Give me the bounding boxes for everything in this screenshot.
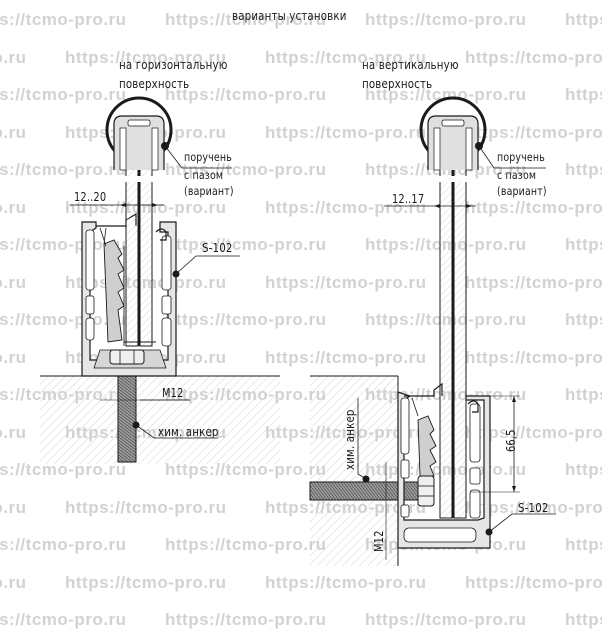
right-height-dimension: 66,5 [504,429,518,452]
left-heading-line2: поверхность [119,76,190,91]
anchor-rod [309,481,423,501]
right-heading-line1: на вертикальную [362,57,459,72]
left-profile-label: S-102 [202,240,233,255]
left-handrail-label-2: с пазом [184,168,224,182]
left-handrail-label-3: (вариант) [184,184,234,198]
profile-s102 [397,391,491,549]
right-profile-label: S-102 [518,500,549,515]
watermark-text: https://tcmo-pro.ru [165,610,327,629]
concrete-wall [310,376,398,566]
left-glass-thickness-dimension: 12..20 [74,190,107,204]
left-variant-drawing [40,96,280,464]
right-bolt-label: M12 [372,530,386,552]
right-glass-thickness-dimension: 12..17 [392,192,425,206]
handrail [105,96,173,171]
right-handrail-label-2: с пазом [497,168,537,182]
profile-s102 [81,221,177,377]
handrail [419,96,487,171]
concrete-floor [40,376,280,464]
drawing-title: варианты установки [232,8,347,23]
watermark-text: https://tcmo-pro.ru [565,610,602,629]
watermark-text: https://tcmo-pro.ru [365,610,527,629]
clamp-wedge [96,212,137,346]
left-handrail-label-1: поручень [184,150,232,164]
clamp-wedge [404,382,443,477]
anchor-rod [117,361,137,463]
left-bolt-label: M12 [162,386,184,400]
right-handrail-label-1: поручень [497,150,545,164]
right-variant-drawing [309,96,556,566]
left-heading-line1: на горизонтальную [119,57,228,72]
right-anchor-label: хим. анкер [342,409,357,470]
drawing-canvas [40,96,556,566]
installation-drawing: https://tcmo-pro.ru https://tcmo-pro.ru ht… [0,8,602,629]
watermark-text: https://tcmo-pro.ru [0,610,127,629]
right-heading-line2: поверхность [362,76,433,91]
left-anchor-label: хим. анкер [158,424,219,439]
right-handrail-label-3: (вариант) [497,184,547,198]
glass-panel [436,119,470,519]
